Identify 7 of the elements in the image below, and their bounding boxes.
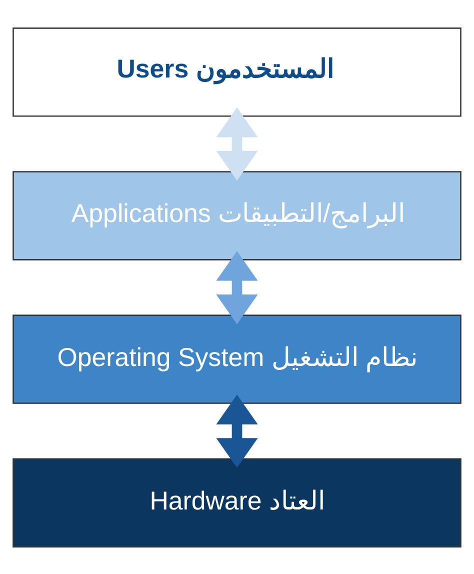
- arrow: [216, 394, 258, 468]
- arrow: [216, 107, 258, 180]
- node-box: Users المستخدمون: [12, 27, 462, 116]
- node-box: Hardware العتاد: [12, 458, 462, 547]
- arrow: [216, 250, 258, 324]
- node-box: Operating System نظام التشغيل: [12, 314, 462, 404]
- node-box: Applications البرامج/التطبيقات: [12, 170, 462, 260]
